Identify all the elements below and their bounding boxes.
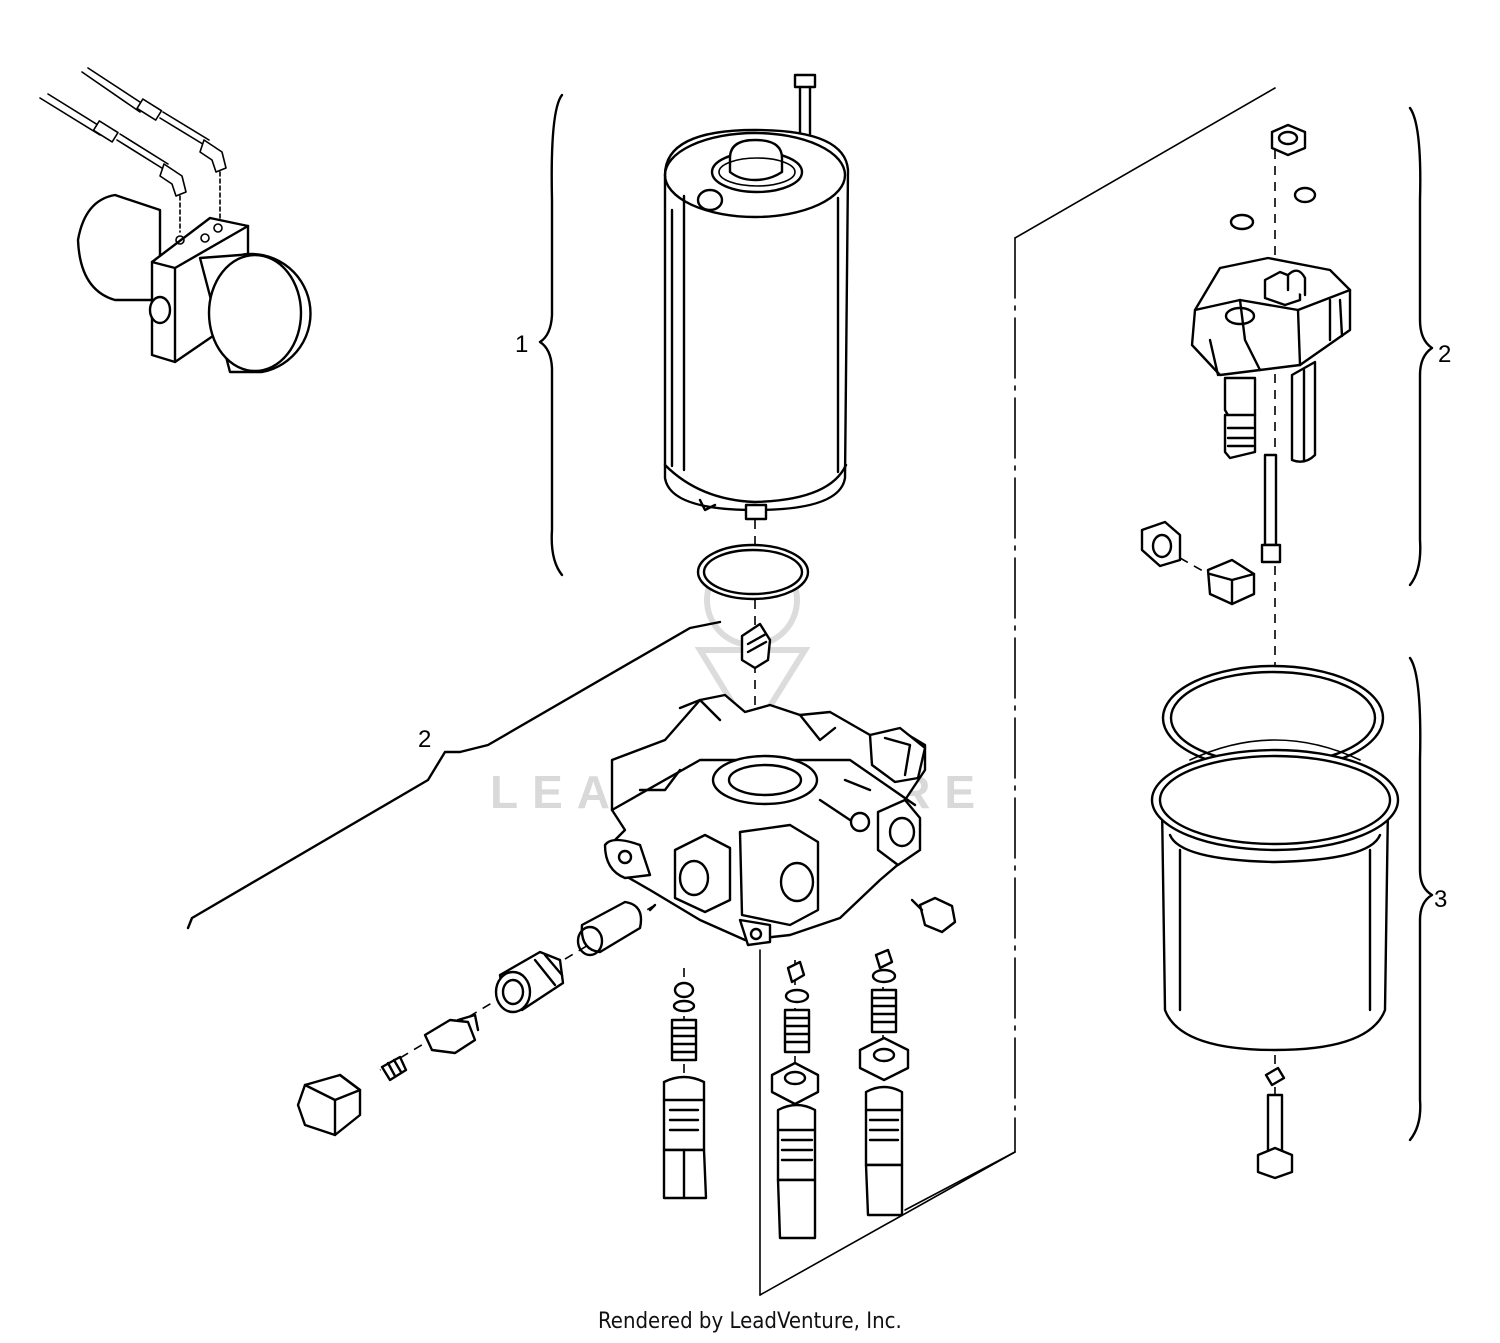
bracket-group-2-right [1408, 106, 1434, 587]
manifold-plug-bolt [910, 896, 957, 934]
filter-head-assembly [1140, 123, 1352, 760]
locator-thumbnail [39, 67, 312, 374]
pump-manifold [603, 693, 927, 947]
relief-valve-stack [296, 900, 656, 1137]
pump-motor [663, 73, 850, 521]
check-valve-stacks [662, 948, 910, 1240]
bracket-group-3 [1408, 656, 1434, 1142]
callout-1: 1 [515, 331, 528, 358]
reservoir-canister [1150, 664, 1400, 1180]
callout-2-lower: 2 [418, 726, 431, 753]
render-credit: Rendered by LeadVenture, Inc. [598, 1309, 902, 1334]
callout-3: 3 [1434, 886, 1447, 913]
assembly-outline [759, 87, 1276, 1296]
callout-2-right: 2 [1438, 341, 1451, 368]
bracket-group-1 [538, 93, 564, 577]
leader-group-2-lower [186, 620, 722, 930]
oring-coupler [696, 520, 810, 745]
